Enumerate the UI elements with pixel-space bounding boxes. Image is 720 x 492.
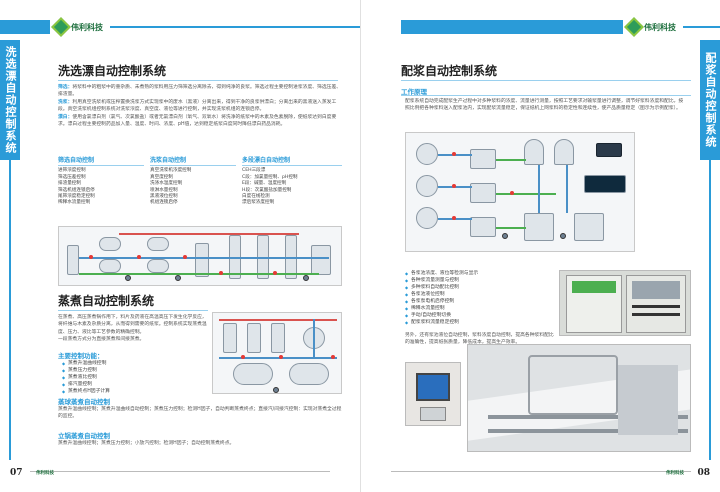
main-functions-heading: 主要控制功能： [58,352,104,360]
logo-mark-icon [624,17,644,37]
screen-control-column: 筛选自动控制 进筛浓度控制筛选压差控制 排渣量控制筛选机组连锁启停 尾筛浓度稳定… [58,157,144,222]
brand-logo: 伟利科技 [50,16,110,38]
header-rule [110,26,360,28]
intro-paragraph: 筛选：将浆料中的粗浆中的重杂质、未煮熟的浆料用压力筛筛选分离除去，得到纯净的良浆… [58,85,342,128]
section-title-2: 蒸煮自动控制系统 [58,294,155,308]
header-bar [401,20,623,34]
left-page: 伟利科技 洗选漂自动控制系统 洗选漂自动控制系统 筛选：将浆料中的粗浆中的重杂质… [0,0,360,492]
vertical-cooking-text: 蒸煮升温曲线控制；蒸煮压力控制；小放汽控制；检测H因子；自动控制蒸煮终点。 [58,441,235,446]
footer-rule [391,471,691,472]
footer-brand: 伟利科技 [36,471,54,476]
brand-name: 伟利科技 [71,21,103,32]
main-functions-list: 蒸煮升温曲线控制 蒸煮压力控制 蒸煮液比控制 排汽量控制 蒸煮终点H因子计算 [62,360,206,395]
side-tab: 洗选漂自动控制系统 [0,40,20,160]
features-tail: 另外，还有浆池液位自动控制，浆料浓度自动控制，提高各种浆料配比的准确性，提高纸张… [405,333,554,346]
ball-cooking-heading: 蒸球蒸煮自动控制 [58,398,110,406]
brand-name: 伟利科技 [644,21,676,32]
cooking-intro: 在蒸煮、高压蒸煮锅作用下，料片及药液在高温高压下发生化学反应，将纤维与木素及杂质… [58,315,207,343]
footer-rule [30,471,330,472]
operator-panel-photo [405,362,461,426]
header-rule [683,26,720,28]
section-title: 洗选漂自动控制系统 [58,64,167,78]
header-bar [0,20,50,34]
section-rule [58,80,338,81]
principle-rule [401,95,691,96]
stock-prep-diagram [405,132,635,252]
wash-control-column: 洗浆自动控制 真空洗浆机浓度控制真空度控制 洗涤水温度控制喷淋水量控制 黑液液位… [150,157,236,222]
page-number: 07 [10,468,23,478]
page-number: 08 [697,468,710,478]
side-tab: 配浆自动控制系统 [700,40,720,160]
brand-logo: 伟利科技 [623,16,683,38]
section-rule-2 [58,310,208,311]
section-rule [401,80,691,81]
principle-text: 配浆系统自动完成配浆生产过程中对多种浆料的浓度、流量进行测量，按照工艺要求对输浆… [405,99,684,112]
principle-heading: 工作原理 [401,88,427,96]
control-cabinet-photo [559,270,691,336]
washing-process-diagram [58,226,342,286]
side-rule [9,160,11,460]
paper-machine-photo [467,344,691,452]
section-title: 配浆自动控制系统 [401,64,498,78]
cooking-process-diagram [212,312,342,394]
right-page: 伟利科技 配浆自动控制系统 配浆自动控制系统 工作原理 配浆系统自动完成配浆生产… [360,0,720,492]
logo-mark-icon [51,17,71,37]
footer-brand: 伟利科技 [666,471,684,476]
ball-cooking-text: 蒸煮升温曲线控制；蒸煮升温曲线自动控制；蒸煮压力控制；检测H因子，自动判断蒸煮终… [58,407,342,420]
vertical-cooking-heading: 立锅蒸煮自动控制 [58,432,110,440]
side-rule [709,160,711,460]
features-list: 各浆池浓度、液位等检测与显示 各种浆流量测量与控制 多种浆料自动配比控制 各浆池… [405,270,555,326]
